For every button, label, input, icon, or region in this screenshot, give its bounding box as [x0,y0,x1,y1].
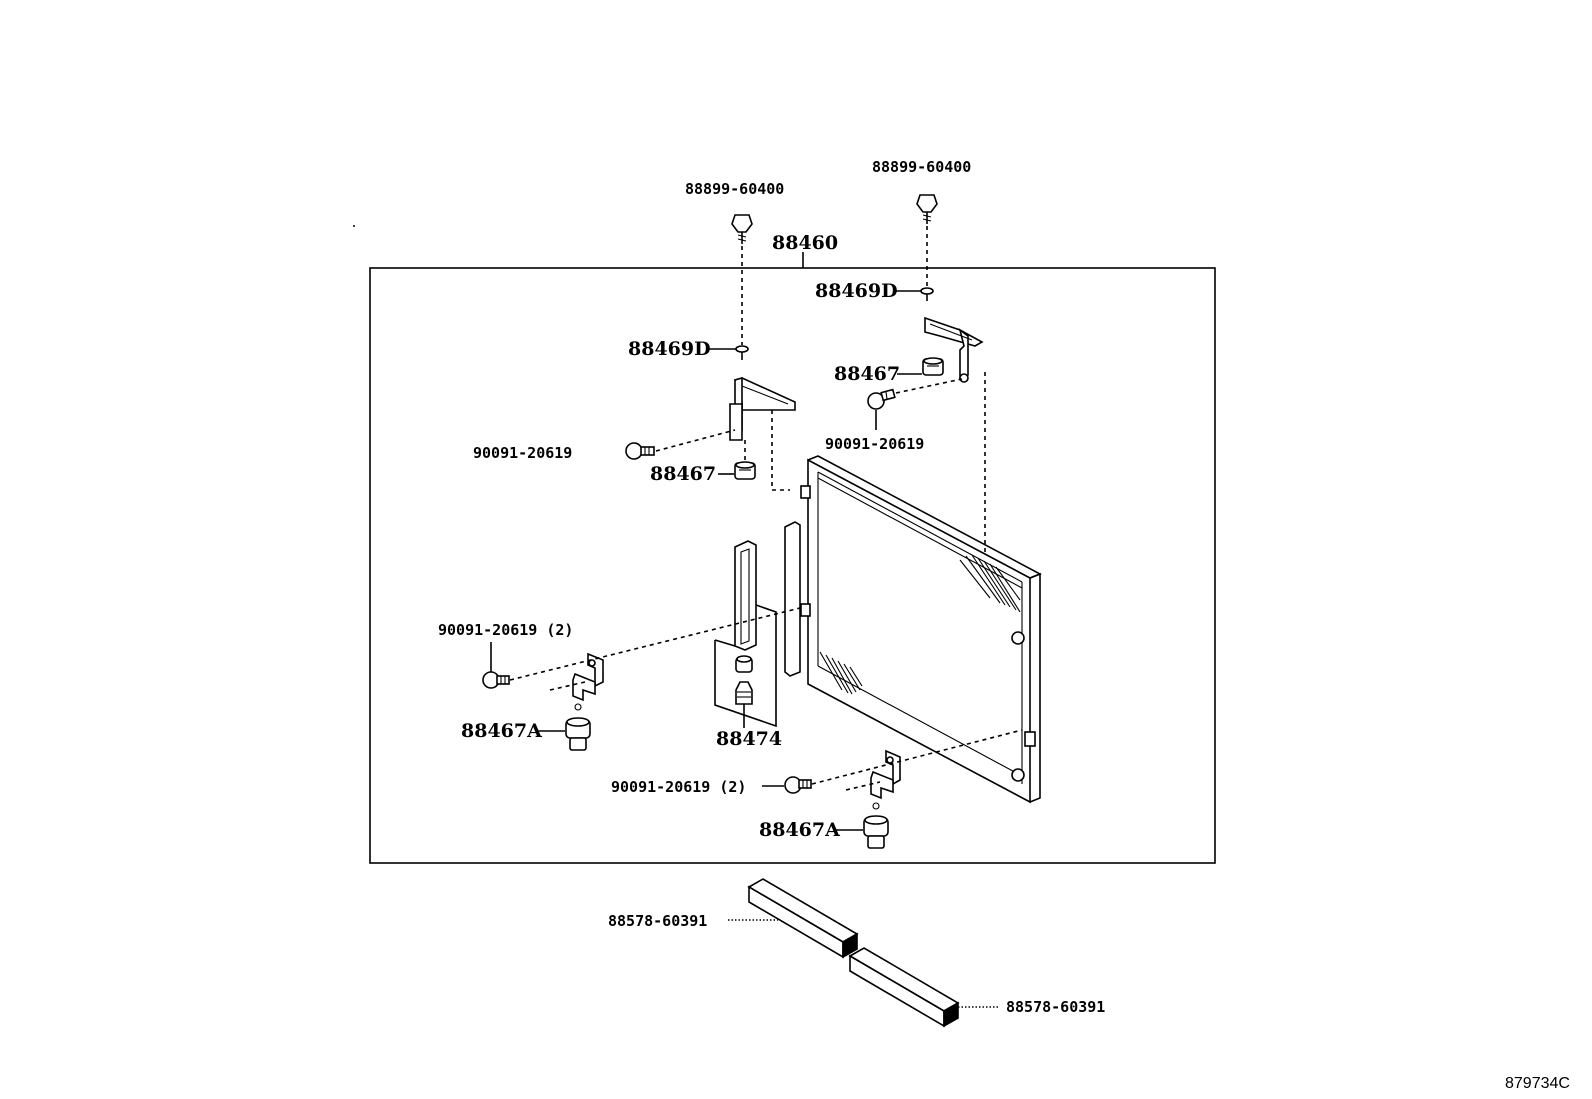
figure-id: 879734C [1505,1075,1570,1092]
screw-right-icon[interactable] [867,388,896,410]
label-bolt-top-left[interactable]: 88899-60400 [685,180,784,198]
label-clip-left[interactable]: 88469D [628,338,711,360]
bolt-right-icon[interactable] [916,194,938,224]
label-clip-right[interactable]: 88469D [815,280,898,302]
label-receiver[interactable]: 88474 [716,728,782,750]
seal-right-icon[interactable] [848,947,960,1028]
cushion-a-right-icon[interactable] [863,815,889,849]
screw-lower-left-dash [509,607,801,681]
bracket-lower-left-icon [572,652,604,702]
assembly-label[interactable]: 88460 [772,232,838,254]
clip-left-icon[interactable] [735,345,749,360]
cushion-left-icon[interactable] [734,461,756,480]
screw-left-icon[interactable] [625,442,655,460]
label-screw-lower-right[interactable]: 90091-20619 (2) [611,778,746,796]
condenser-icon[interactable] [800,455,1042,804]
stray-mark [353,225,355,227]
cushion-a-left-dot [574,703,582,711]
bracket-lower-right-icon [870,749,901,800]
bracket-upper-left-icon [729,376,796,441]
bracket-upper-right-icon [924,316,984,383]
screw-right-dash [895,378,963,394]
receiver-icon[interactable] [714,540,777,728]
bolt-left-icon[interactable] [731,214,753,244]
label-cushion-left[interactable]: 88467 [650,463,716,485]
seal-left-icon[interactable] [747,878,859,959]
cushion-upper-right-icon[interactable] [922,357,944,376]
label-bolt-top-right[interactable]: 88899-60400 [872,158,971,176]
label-seal-left[interactable]: 88578-60391 [608,912,707,930]
screw-lower-right-icon[interactable] [784,776,812,794]
screw-lower-left-icon[interactable] [482,671,510,689]
screw-lower-left-dash-b [549,681,586,691]
label-screw-left[interactable]: 90091-20619 [473,444,572,462]
screw-left-dash [655,429,736,452]
label-screw-lower-left[interactable]: 90091-20619 (2) [438,621,573,639]
label-cushion-a-left[interactable]: 88467A [461,720,542,742]
cushion-a-right-dot [872,802,880,810]
label-cushion-upper-right[interactable]: 88467 [834,363,900,385]
assembly-frame [369,267,1216,864]
screw-lower-right-dash-b [845,781,881,791]
side-tank-icon [784,521,801,677]
label-seal-right[interactable]: 88578-60391 [1006,998,1105,1016]
clip-right-icon[interactable] [920,287,934,301]
cushion-a-left-icon[interactable] [565,717,591,751]
label-cushion-a-right[interactable]: 88467A [759,819,840,841]
label-screw-right[interactable]: 90091-20619 [825,435,924,453]
